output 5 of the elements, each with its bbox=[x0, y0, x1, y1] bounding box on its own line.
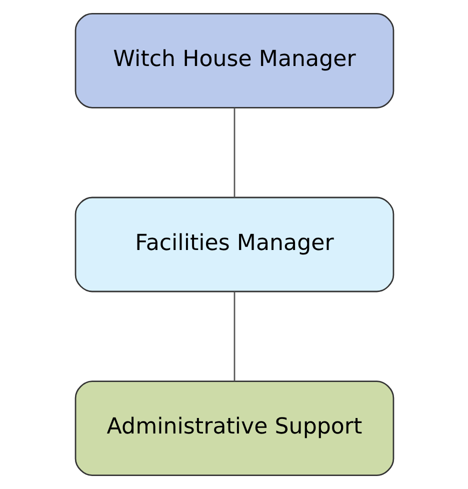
node-box: Witch House Manager bbox=[74, 12, 394, 108]
node-box: Administrative Support bbox=[74, 380, 394, 476]
node-box: Facilities Manager bbox=[74, 196, 394, 292]
connector bbox=[233, 292, 235, 382]
connector bbox=[233, 108, 235, 198]
